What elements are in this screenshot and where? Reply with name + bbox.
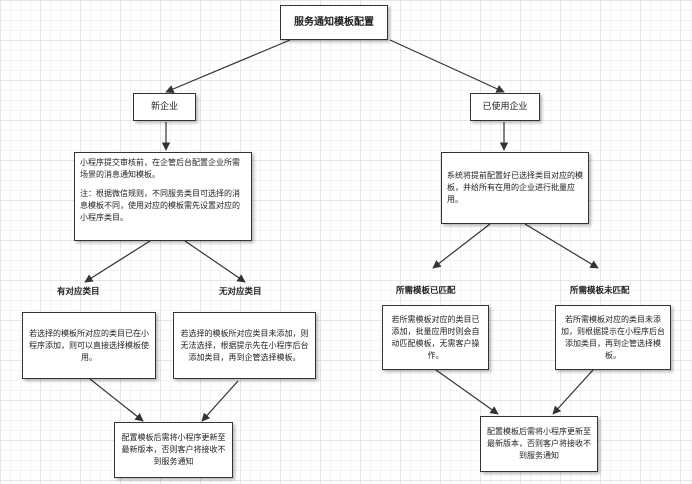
title-node: 服务通知模板配置	[280, 5, 388, 40]
arrow-desc-to-has	[84, 240, 151, 283]
title-text: 服务通知模板配置	[294, 16, 374, 28]
arrow-title-to-used	[389, 39, 505, 93]
label-no-category: 无对应类目	[219, 287, 262, 297]
arrow-desc-to-no	[184, 240, 246, 283]
template-matched-box: 若所需模板对应的类目已添加，批量应用时则会自动匹配模板，无需客户操作。	[382, 305, 489, 370]
arrow-unmatched-to-footer	[552, 369, 594, 415]
template-unmatched-text: 若所需模板对应的类目未添加，则根据提示在小程序后台添加类目，再到企管选择模板。	[561, 314, 665, 360]
new-desc-note: 注：根据微信规则，不同服务类目可选择的消息模板不同，使用对应的模板需先设置对应的…	[80, 189, 240, 222]
label-template-unmatched: 所需模板未匹配	[570, 286, 630, 296]
used-desc-text: 系统将提前配置好已选择类目对应的模板，并给所有在用的企业进行批量应用。	[447, 171, 583, 204]
arrow-matched-to-footer	[435, 369, 499, 415]
no-category-text: 若选择的模板所对应类目未添加，则无法选择，根据提示先在小程序后台添加类目，再到企…	[180, 328, 309, 362]
footer-note-left-text: 配置模板后需将小程序更新至最新版本，否则客户将接收不到服务通知	[121, 433, 226, 466]
new-enterprise-label: 新企业	[150, 102, 178, 112]
new-desc-main: 小程序提交审核前，在企管后台配置企业所需场景的消息通知模板。	[80, 158, 240, 179]
used-enterprise-node: 已使用企业	[470, 93, 540, 121]
arrow-title-to-new	[165, 39, 291, 93]
template-matched-text: 若所需模板对应的类目已添加，批量应用时则会自动匹配模板，无需客户操作。	[391, 314, 480, 360]
new-enterprise-description: 小程序提交审核前，在企管后台配置企业所需场景的消息通知模板。 注：根据微信规则，…	[74, 152, 252, 241]
has-category-text: 若选择的模板所对应的类目已在小程序添加，则可以直接选择模板使用。	[29, 328, 149, 362]
label-template-matched: 所需模板已匹配	[396, 286, 456, 296]
footer-note-right: 配置模板后需将小程序更新至最新版本，否则客户将接收不到服务通知	[480, 416, 598, 472]
footer-note-right-text: 配置模板后需将小程序更新至最新版本，否则客户将接收不到服务通知	[487, 427, 591, 460]
no-category-box: 若选择的模板所对应类目未添加，则无法选择，根据提示先在小程序后台添加类目，再到企…	[173, 312, 316, 379]
has-category-box: 若选择的模板所对应的类目已在小程序添加，则可以直接选择模板使用。	[22, 312, 156, 379]
arrow-has-to-footer	[89, 378, 144, 422]
used-enterprise-label: 已使用企业	[482, 102, 528, 112]
template-unmatched-box: 若所需模板对应的类目未添加，则根据提示在小程序后台添加类目，再到企管选择模板。	[555, 305, 671, 370]
arrow-no-to-footer	[201, 380, 239, 422]
arrow-used-desc-to-unmatched	[524, 223, 599, 269]
new-enterprise-node: 新企业	[133, 93, 196, 121]
used-enterprise-description: 系统将提前配置好已选择类目对应的模板，并给所有在用的企业进行批量应用。	[441, 152, 589, 224]
arrow-used-desc-to-matched	[432, 223, 491, 269]
footer-note-left: 配置模板后需将小程序更新至最新版本，否则客户将接收不到服务通知	[114, 422, 233, 478]
label-has-category: 有对应类目	[57, 287, 100, 297]
